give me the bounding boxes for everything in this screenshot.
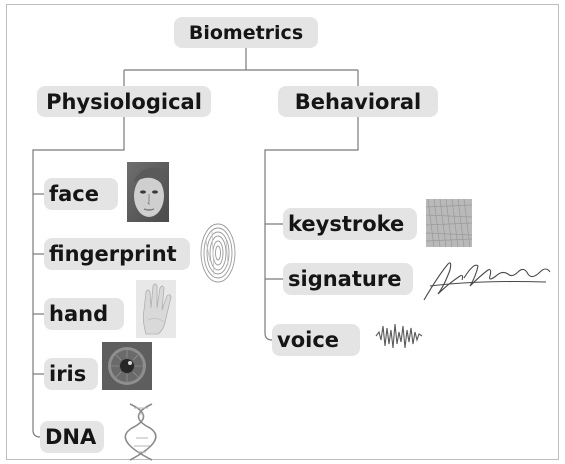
root-connector — [123, 48, 359, 86]
leaf-node-hand: hand — [44, 298, 124, 330]
category-node-physiological: Physiological — [37, 86, 211, 117]
behavioral-trunk — [264, 117, 359, 341]
physiological-trunk — [32, 117, 125, 438]
dna-helix-image — [124, 403, 157, 461]
iris-photo — [102, 342, 152, 390]
leaf-node-dna: DNA — [40, 421, 104, 453]
leaf-node-keystroke: keystroke — [283, 208, 417, 240]
handwritten-signature-image — [423, 262, 551, 301]
voice-waveform-image — [375, 323, 423, 349]
root-node-biometrics: Biometrics — [174, 17, 318, 48]
category-node-behavioral: Behavioral — [278, 86, 438, 117]
leaf-node-fingerprint: fingerprint — [44, 238, 190, 270]
fingerprint-image — [200, 223, 236, 283]
leaf-node-iris: iris — [44, 358, 98, 390]
keystroke-pattern-image — [426, 199, 472, 247]
leaf-node-face: face — [44, 178, 118, 210]
hand-image — [136, 280, 176, 338]
face-photo — [127, 162, 169, 222]
diagram-frame — [6, 4, 559, 460]
leaf-node-signature: signature — [283, 263, 413, 295]
leaf-node-voice: voice — [272, 324, 360, 356]
